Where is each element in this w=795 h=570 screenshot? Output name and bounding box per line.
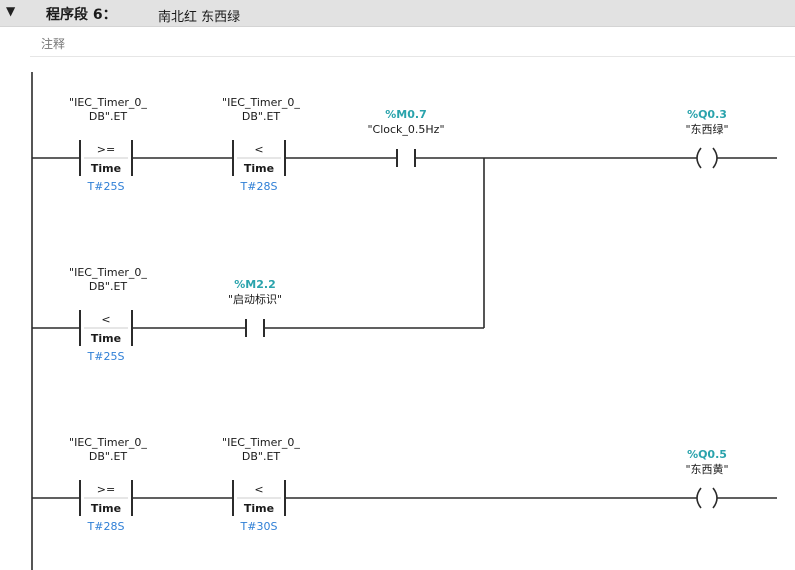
- operand-name-line2: DB".ET: [242, 450, 281, 463]
- compare-data-type: Time: [91, 502, 121, 515]
- compare-data-type: Time: [244, 502, 274, 515]
- compare-preset-value: T#25S: [87, 180, 125, 193]
- contact-address: %M0.7: [385, 108, 426, 121]
- coil-tag: "东西黄": [685, 462, 728, 476]
- coil-left-arc: [696, 487, 702, 509]
- operand-name-line2: DB".ET: [89, 280, 128, 293]
- coil-address: %Q0.3: [687, 108, 727, 121]
- operand-name-line2: DB".ET: [89, 450, 128, 463]
- compare-operator: <: [254, 483, 263, 496]
- compare-preset-value: T#30S: [240, 520, 278, 533]
- operand-name-line1: "IEC_Timer_0_: [222, 436, 300, 449]
- comment-placeholder: 注释: [41, 37, 66, 51]
- network-comment-field[interactable]: 注释: [30, 30, 795, 57]
- compare-preset-value: T#25S: [87, 350, 125, 363]
- network-title: 程序段 6：: [46, 7, 117, 23]
- compare-operator: >=: [97, 483, 115, 496]
- contact-address: %M2.2: [234, 278, 275, 291]
- rung-wires: [31, 72, 777, 570]
- output-coil[interactable]: %Q0.5"东西黄": [685, 448, 729, 509]
- operand-name-line1: "IEC_Timer_0_: [69, 96, 147, 109]
- coil-right-arc: [712, 147, 718, 169]
- compare-operator: <: [101, 313, 110, 326]
- operand-name-line2: DB".ET: [89, 110, 128, 123]
- operand-name-line1: "IEC_Timer_0_: [222, 96, 300, 109]
- coil-left-arc: [696, 147, 702, 169]
- operand-name-line1: "IEC_Timer_0_: [69, 266, 147, 279]
- coil-address: %Q0.5: [687, 448, 727, 461]
- contact-tag: "启动标识": [228, 292, 282, 306]
- compare-data-type: Time: [91, 332, 121, 345]
- output-coil[interactable]: %Q0.3"东西绿": [685, 108, 729, 169]
- coil-right-arc: [712, 487, 718, 509]
- compare-data-type: Time: [91, 162, 121, 175]
- normally-open-contact[interactable]: %M2.2"启动标识": [228, 278, 282, 337]
- compare-operator: >=: [97, 143, 115, 156]
- network-header: ▼ 程序段 6： 南北红 东西绿: [0, 0, 795, 27]
- coil-tag: "东西绿": [685, 122, 728, 136]
- operand-name-line2: DB".ET: [242, 110, 281, 123]
- compare-data-type: Time: [244, 162, 274, 175]
- compare-preset-value: T#28S: [240, 180, 278, 193]
- compare-preset-value: T#28S: [87, 520, 125, 533]
- collapse-arrow-icon[interactable]: ▼: [6, 4, 16, 18]
- contact-tag: "Clock_0.5Hz": [367, 123, 444, 136]
- network-name[interactable]: 南北红 东西绿: [158, 10, 241, 25]
- operand-name-line1: "IEC_Timer_0_: [69, 436, 147, 449]
- compare-operator: <: [254, 143, 263, 156]
- normally-open-contact[interactable]: %M0.7 "Clock_0.5Hz": [367, 108, 445, 167]
